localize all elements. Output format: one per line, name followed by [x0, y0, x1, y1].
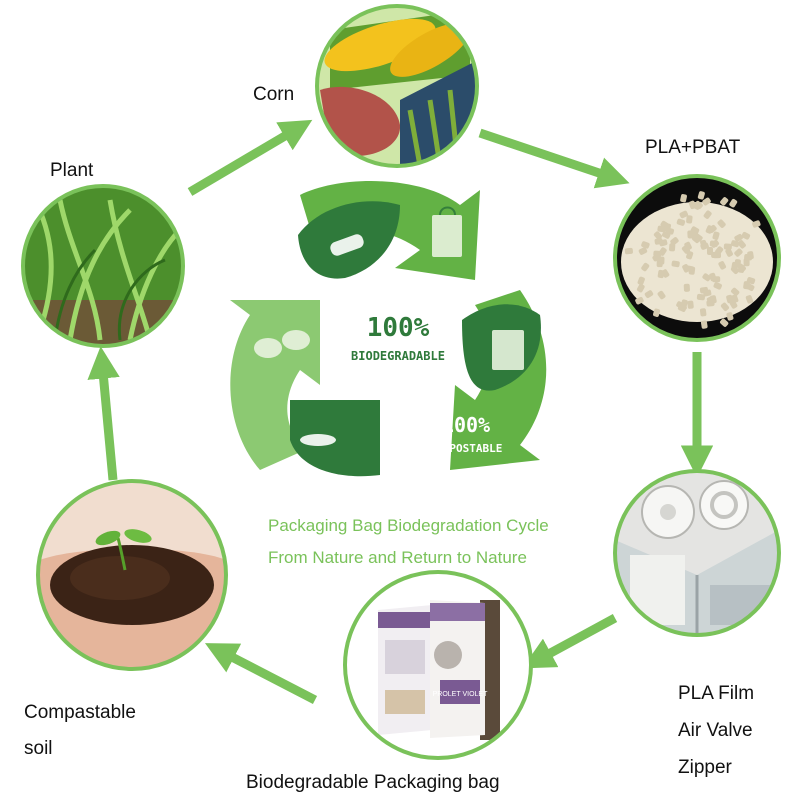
- arrow-bag-to-soil: [204, 643, 318, 704]
- recycle-symbol: 100% BIODEGRADABLE 100% COMPOSTABLE: [230, 181, 547, 477]
- arrow-corn-to-pla: [478, 128, 630, 189]
- bag-print-title: PROLET VIOLET: [433, 691, 488, 698]
- plant-node-image: [21, 184, 185, 348]
- corn-node-image: [315, 4, 479, 168]
- arrow-soil-to-plant: [87, 346, 120, 481]
- cycle-arrows: [87, 119, 714, 704]
- corn-label: Corn: [253, 84, 295, 105]
- pla-film-node-image: [613, 469, 781, 637]
- arrow-plant-to-corn: [187, 119, 313, 196]
- compastable-label: Compastable: [24, 702, 136, 723]
- biodegradable-pct: 100%: [367, 313, 430, 343]
- bag-label: Biodegradable Packaging bag: [246, 772, 500, 793]
- zipper-label: Zipper: [678, 757, 732, 778]
- soil-node-image: [36, 479, 228, 671]
- compostable-word: COMPOSTABLE: [430, 442, 503, 455]
- air-valve-label: Air Valve: [678, 720, 753, 741]
- pla-pbat-node-image: [613, 174, 781, 342]
- soil-label: soil: [24, 738, 53, 759]
- packaging-bag-node-image: PROLET VIOLET: [343, 570, 533, 760]
- pla-pbat-label: PLA+PBAT: [645, 137, 741, 158]
- caption-line-2: From Nature and Return to Nature: [268, 548, 527, 567]
- arrow-film-to-bag: [522, 614, 618, 669]
- pla-film-label: PLA Film: [678, 683, 755, 704]
- biodegradable-word: BIODEGRADABLE: [351, 349, 445, 363]
- caption-line-1: Packaging Bag Biodegradation Cycle: [268, 516, 549, 535]
- compostable-pct: 100%: [442, 413, 490, 437]
- plant-label: Plant: [50, 160, 94, 181]
